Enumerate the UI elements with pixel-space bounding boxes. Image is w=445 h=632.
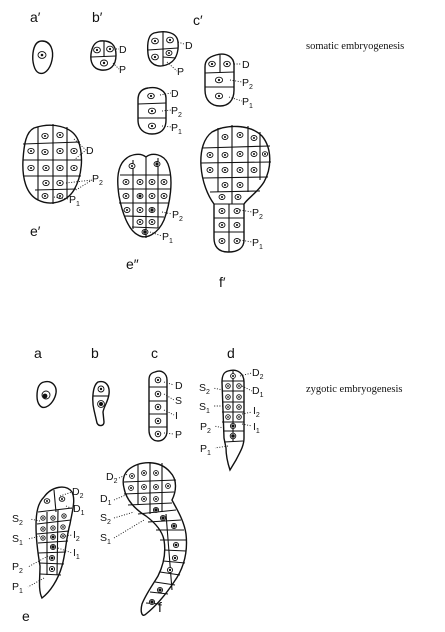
panel-label-e-double-prime: e″ [126,256,139,272]
label-c-prime-right-D: D [242,59,250,71]
label-e-D2: D2 [72,486,84,500]
label-c-S: S [175,395,182,407]
label-c-prime-mid-P1: P1 [171,122,182,136]
label-c-prime-top-D: D [185,40,193,52]
stage-b-embryo [93,382,109,426]
caption-zygotic: zygotic embryogenesis [306,384,403,395]
label-d-D2: D2 [252,367,264,381]
label-c-prime-mid-P2: P2 [171,105,182,119]
label-c-P: P [175,429,182,441]
label-f-prime-P2: P2 [252,207,263,221]
label-b-prime-D: D [119,44,127,56]
panel-label-e: e [22,608,30,624]
label-f-D2: D2 [106,471,118,485]
label-c-prime-right-P2: P2 [242,77,253,91]
label-c-prime-right-P1: P1 [242,96,253,110]
panel-label-a-prime: a′ [30,9,41,25]
stage-f-prime-embryo [201,125,271,252]
stage-c-embryo [149,371,167,441]
stage-a-zygote [37,382,56,408]
panel-label-f-prime: f′ [219,274,226,290]
label-e-prime-P2: P2 [92,173,103,187]
panel-label-a: a [34,345,42,361]
label-d-P2: P2 [200,421,211,435]
panel-label-e-prime: e′ [30,223,41,239]
label-e-S1: S1 [12,533,23,547]
label-e-I2: I2 [73,529,80,543]
label-e-double-prime-P2: P2 [172,209,183,223]
label-c-I: I [175,410,178,422]
stage-b-prime-embryo [91,41,116,70]
stage-c-prime-cluster-top [148,32,179,66]
panel-label-f: f [158,599,162,615]
label-d-S1: S1 [199,401,210,415]
stage-e-prime-embryo [23,124,82,204]
stage-d-embryo [222,370,244,470]
caption-somatic: somatic embryogenesis [306,41,404,52]
panel-label-c: c [151,345,158,361]
label-f-prime-P1: P1 [252,237,263,251]
label-d-S2: S2 [199,382,210,396]
label-e-P2: P2 [12,561,23,575]
stage-c-prime-embryo-middle [138,88,166,134]
label-c-prime-mid-D: D [171,88,179,100]
stage-e-double-prime-embryo [118,154,171,238]
label-e-prime-D: D [86,145,94,157]
stage-c-prime-embryo-right [205,54,234,106]
label-f-D1: D1 [100,493,112,507]
label-c-D: D [175,380,183,392]
label-f-S1: S1 [100,532,111,546]
label-d-I2: I2 [253,405,260,419]
panel-label-c-prime: c′ [193,12,203,28]
label-e-S2: S2 [12,513,23,527]
label-d-D1: D1 [252,385,264,399]
panel-label-d: d [227,345,235,361]
stage-e-embryo [36,487,74,598]
label-b-prime-P: P [119,64,126,76]
label-e-double-prime-P1: P1 [162,231,173,245]
panel-label-b: b [91,345,99,361]
label-e-I1: I1 [73,547,80,561]
panel-label-b-prime: b′ [92,9,103,25]
label-d-P1: P1 [200,443,211,457]
stage-f-embryo [123,462,186,615]
label-f-S2: S2 [100,512,111,526]
label-c-prime-top-P: P [177,66,184,78]
label-d-I1: I1 [253,421,260,435]
label-e-prime-P1: P1 [69,194,80,208]
stage-a-prime-embryo [33,41,53,73]
label-e-D1: D1 [73,503,85,517]
label-e-P1: P1 [12,581,23,595]
